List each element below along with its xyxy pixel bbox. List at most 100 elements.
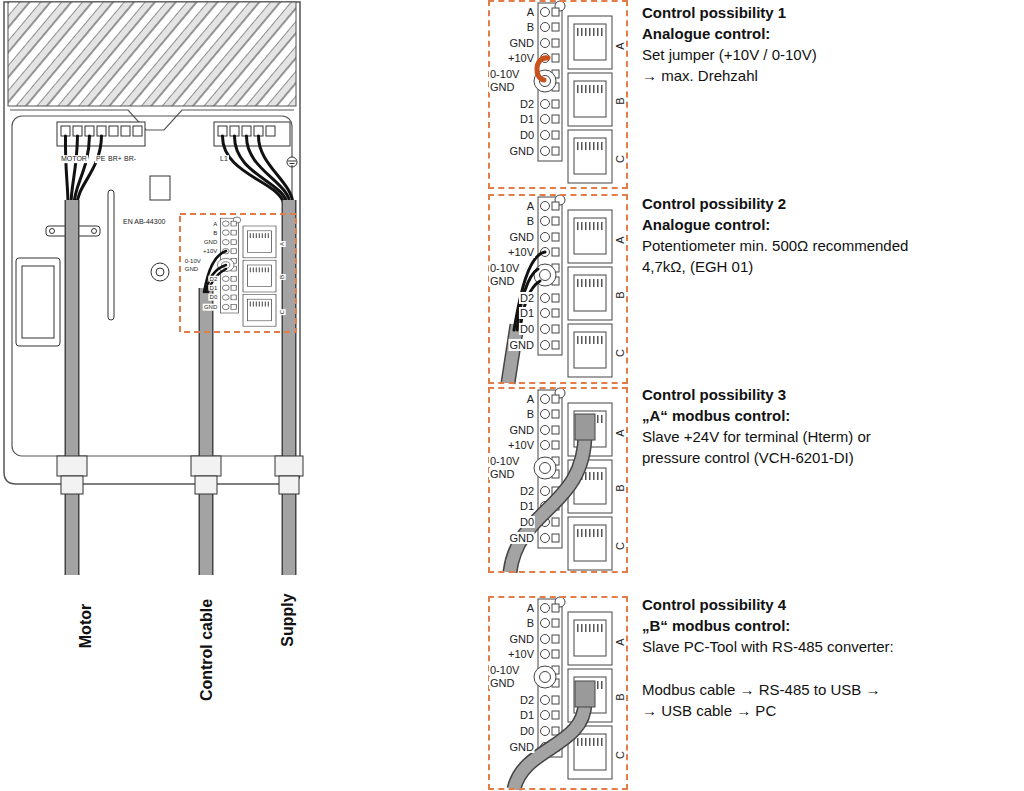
terminal-marking: EN AB-44300 [122, 218, 166, 226]
panel-description: Modbus cable → RS-485 to USB → [642, 679, 942, 700]
port-letter: C [614, 541, 626, 551]
pin-label: B [526, 408, 535, 420]
pin-label: GND [489, 677, 515, 689]
terminal-block [510, 388, 612, 572]
pin-label: D0 [209, 294, 219, 301]
pin-label: +10V [507, 246, 535, 258]
pin-label: B [526, 215, 535, 227]
cable-label: Motor [77, 603, 95, 649]
cable-label: Supply [279, 592, 297, 647]
pin-label: 0-10V [489, 455, 520, 467]
control-panel-frame: Control possibility 4 „B“ modbus control… [488, 596, 628, 790]
port-letter: A [614, 41, 626, 50]
pin-label: +10V [507, 52, 535, 64]
pin-label: GND [509, 633, 535, 645]
port-letter: A [614, 637, 626, 646]
panel-caption: Control possibility 3 „A“ modbus control… [642, 384, 902, 468]
port-letter: B [279, 274, 286, 280]
panel-description: Set jumper (+10V / 0-10V) → max. Drehzah… [642, 44, 827, 86]
panel-description: Slave PC-Tool with RS-485 converter: [642, 636, 942, 657]
terminal-block [508, 195, 612, 383]
port-letter: A [279, 241, 286, 247]
panel-heading: Control possibility 1 Analogue control: [642, 2, 807, 44]
terminal-block [534, 1, 612, 183]
port-letter: B [614, 692, 626, 701]
pin-label: D2 [519, 694, 535, 706]
panel-heading: Control possibility 4 „B“ modbus control… [642, 594, 807, 636]
terminal-block [514, 597, 612, 789]
pin-label: D1 [519, 307, 535, 319]
pin-label: A [212, 220, 218, 227]
cable-glands [57, 456, 303, 494]
pin-label: GND [184, 265, 199, 272]
pin-label: +10V [507, 439, 535, 451]
terminal-marking: L1 [219, 155, 229, 163]
control-terminal-inset [180, 214, 296, 332]
panel-description: Potentiometer min. 500Ω recommended 4,7k… [642, 235, 932, 277]
pin-label: GND [203, 304, 218, 311]
port-letter: C [614, 750, 626, 760]
pin-label: 0-10V [489, 664, 520, 676]
pin-label: GND [509, 741, 535, 753]
pin-label: A [526, 6, 535, 18]
wires [65, 136, 293, 205]
pin-label: D1 [519, 113, 535, 125]
pin-label: D1 [519, 709, 535, 721]
pin-label: 0-10V [489, 262, 520, 274]
panel-caption: Control possibility 2 Analogue control:P… [642, 193, 932, 277]
control-panel-frame: Control possibility 1 Analogue control:S… [488, 0, 628, 189]
port-letter: B [614, 290, 626, 299]
port-letter: A [614, 235, 626, 244]
pin-label: D0 [519, 129, 535, 141]
pin-label: B [526, 617, 535, 629]
pin-label: D0 [519, 725, 535, 737]
panel-caption: Control possibility 1 Analogue control:S… [642, 2, 827, 86]
pin-label: 0-10V [489, 68, 520, 80]
panel-description: → USB cable → PC [642, 700, 942, 721]
port-letter: B [614, 483, 626, 492]
port-letter: C [614, 348, 626, 358]
pin-label: D0 [519, 323, 535, 335]
pin-label: GND [203, 239, 218, 246]
pin-label: GND [489, 275, 515, 287]
control-panel-frame: Control possibility 2 Analogue control:P… [488, 194, 628, 384]
pin-label: GND [509, 145, 535, 157]
port-letter: C [279, 309, 286, 315]
pin-label: 0-10V [184, 258, 202, 265]
panel-heading: Control possibility 3 „A“ modbus control… [642, 384, 807, 426]
pin-label: D2 [519, 485, 535, 497]
terminal-marking: BR+ [107, 155, 123, 163]
pin-label: D1 [519, 500, 535, 512]
drive-housing [4, 2, 300, 484]
terminal-marking: BR- [123, 155, 137, 163]
pin-label: GND [489, 81, 515, 93]
terminal-marking: MOTOR [60, 155, 88, 163]
panel-caption: Control possibility 4 „B“ modbus control… [642, 594, 942, 721]
pin-label: A [526, 200, 535, 212]
pin-label: A [526, 602, 535, 614]
port-letter: C [614, 154, 626, 164]
cable-label: Control cable [198, 598, 216, 702]
pin-label: GND [509, 424, 535, 436]
pin-label: D0 [519, 516, 535, 528]
pin-label: D2 [519, 98, 535, 110]
pin-label: GND [509, 231, 535, 243]
port-letter: B [614, 96, 626, 105]
pin-label: GND [509, 339, 535, 351]
terminal-marking: PE [95, 155, 106, 163]
pin-label: +10V [202, 248, 218, 255]
pin-label: D1 [209, 285, 219, 292]
pin-label: +10V [507, 648, 535, 660]
pin-label: B [526, 21, 535, 33]
pin-label: D2 [519, 292, 535, 304]
panel-heading: Control possibility 2 Analogue control: [642, 193, 807, 235]
pin-label: GND [489, 468, 515, 480]
pin-label: D2 [209, 276, 219, 283]
port-letter: A [614, 428, 626, 437]
pin-label: A [526, 393, 535, 405]
pin-label: GND [509, 532, 535, 544]
pin-label: GND [509, 37, 535, 49]
panel-description: Slave +24V for terminal (Hterm) or press… [642, 426, 902, 468]
pin-label: B [212, 229, 218, 236]
